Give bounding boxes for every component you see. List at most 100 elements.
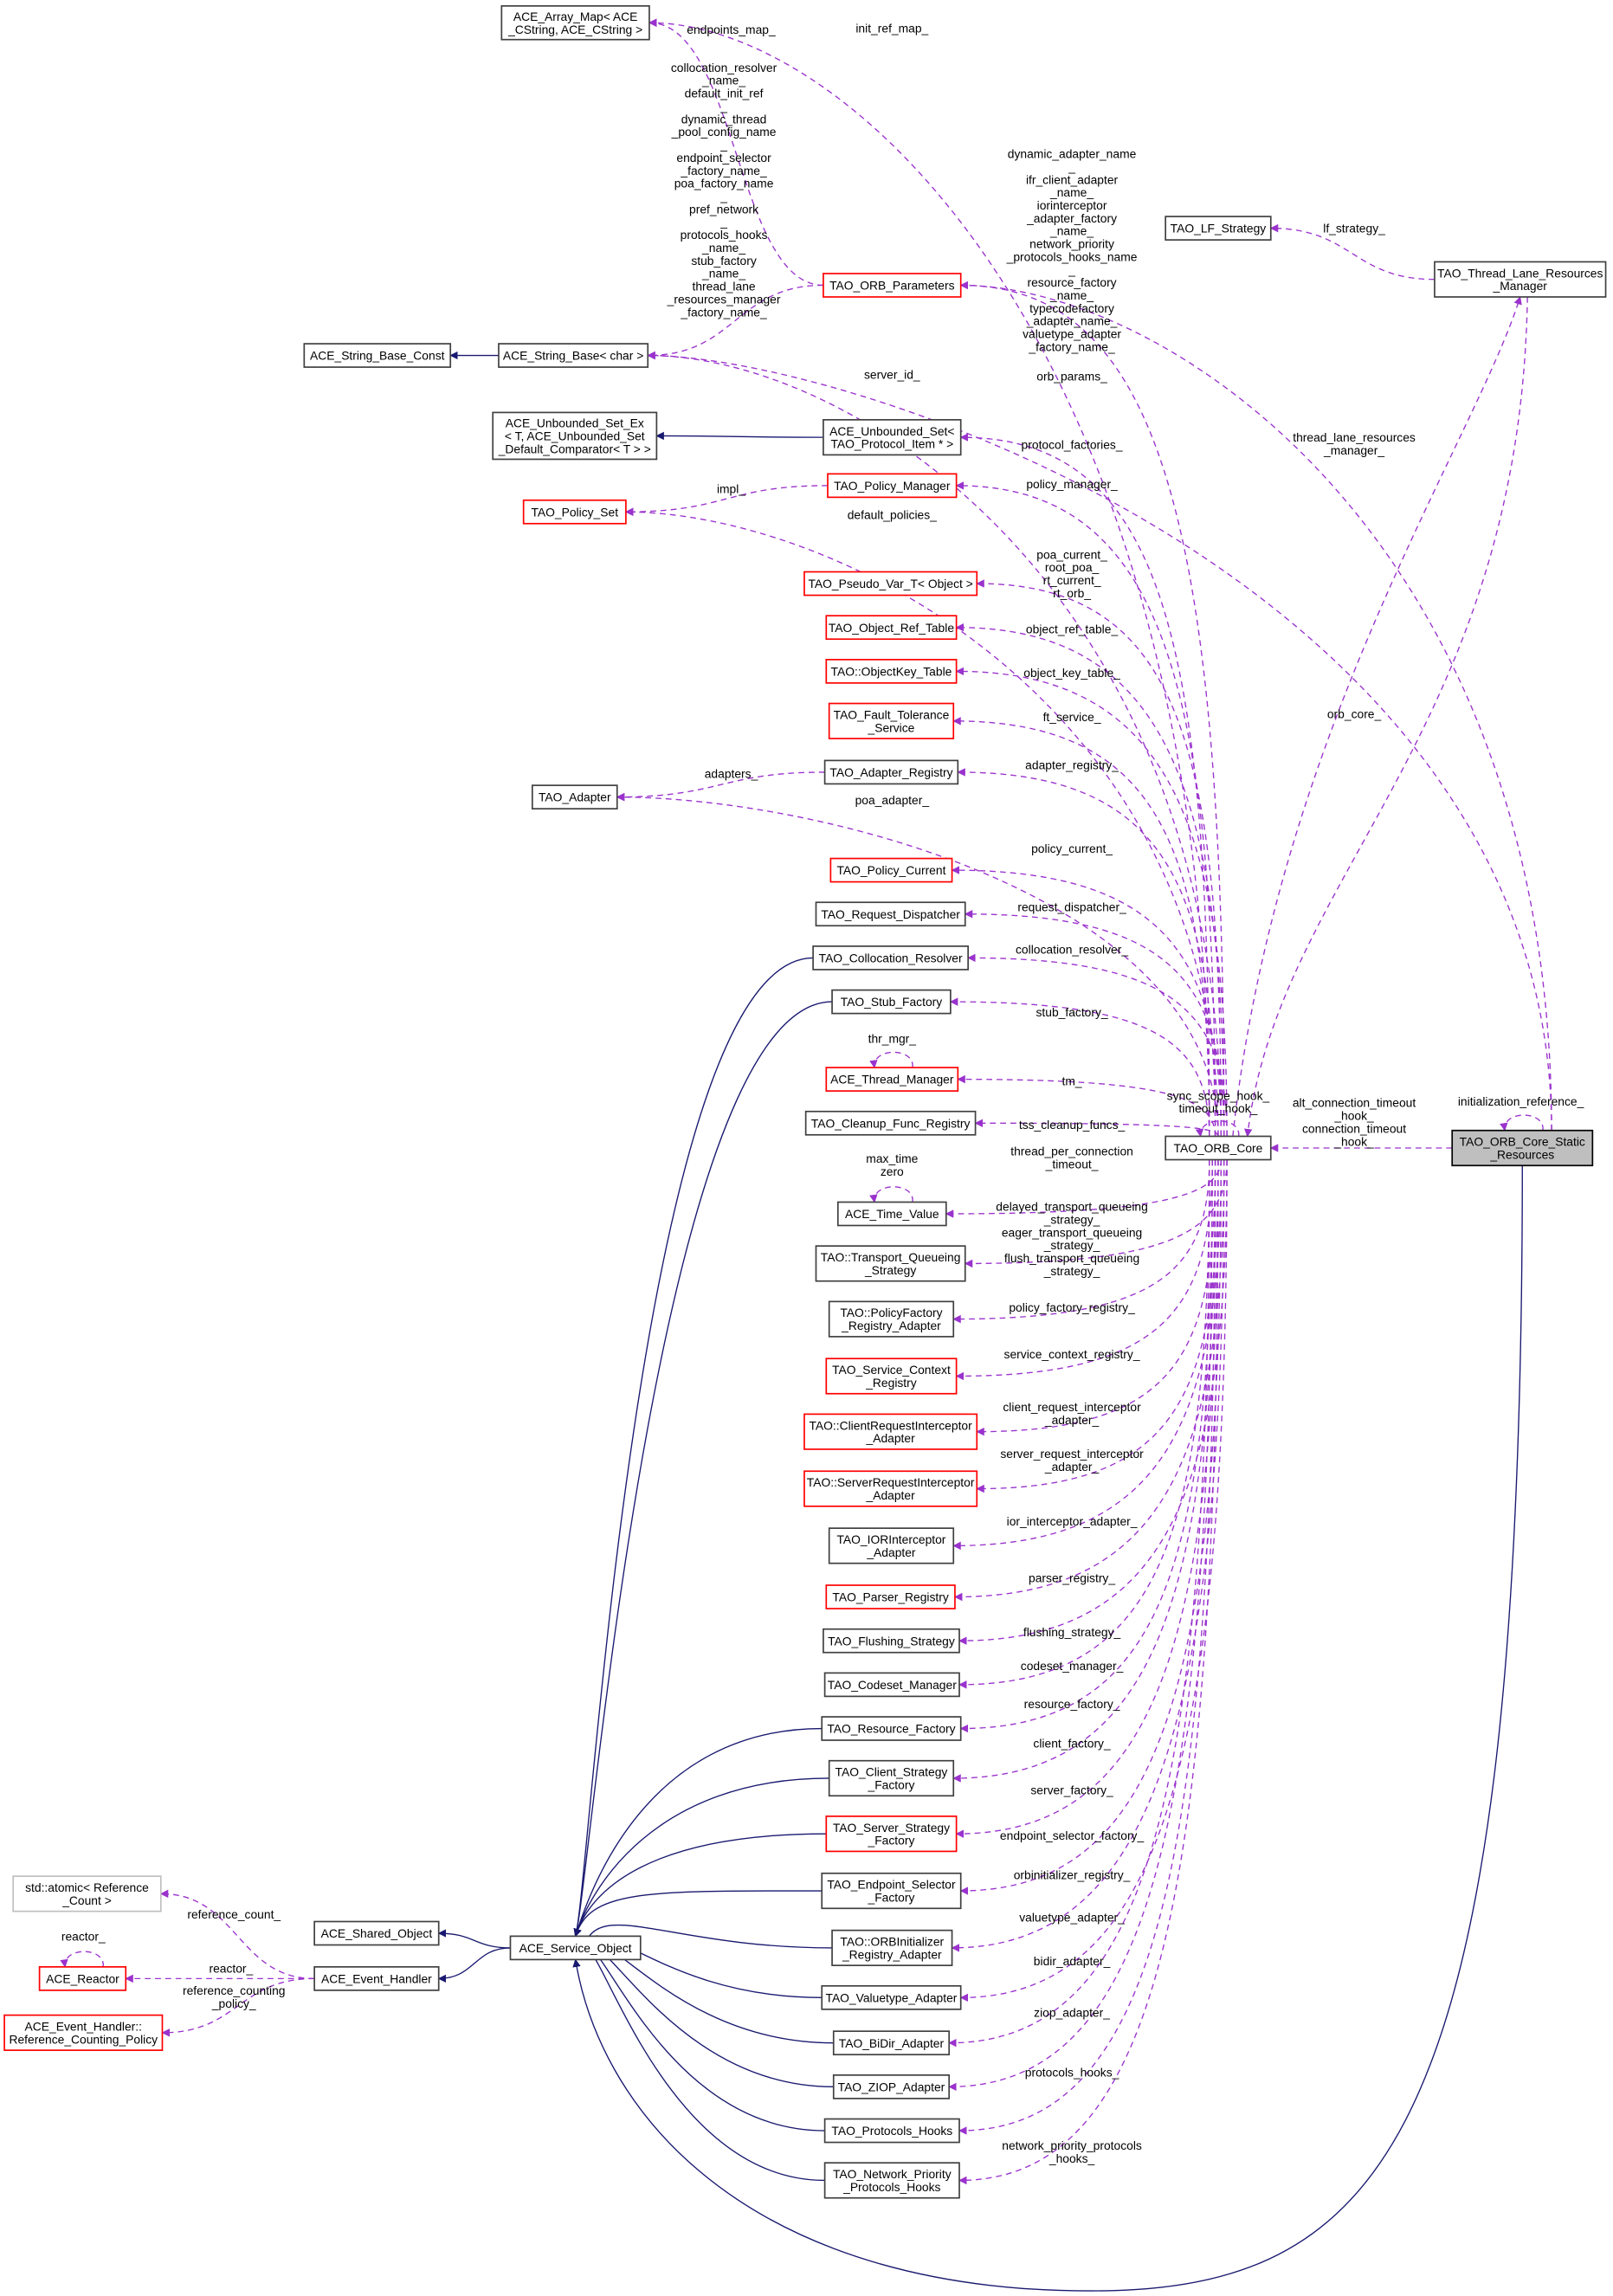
class-node-codeset-manager[interactable]: TAO_Codeset_Manager: [823, 1672, 960, 1698]
node-label: std::atomic< Reference_Count >: [25, 1880, 149, 1907]
class-node-endpoint-selector-factory[interactable]: TAO_Endpoint_Selector_Factory: [821, 1872, 962, 1910]
node-label-line: _Adapter: [866, 1488, 916, 1502]
class-node-event-handler[interactable]: ACE_Event_Handler: [313, 1966, 440, 1991]
class-node-orbinit-registry[interactable]: TAO::ORBInitializer_Registry_Adapter: [831, 1929, 953, 1967]
node-box: [500, 5, 650, 41]
edge-label-line: client_factory_: [1033, 1737, 1111, 1751]
class-node-request-dispatcher[interactable]: TAO_Request_Dispatcher: [815, 901, 966, 927]
node-label: TAO_Flushing_Strategy: [828, 1634, 955, 1648]
node-label: TAO_Adapter_Registry: [829, 765, 952, 779]
class-node-transport-queueing[interactable]: TAO::Transport_Queueing_Strategy: [815, 1245, 966, 1282]
node-label-line: TAO_Parser_Registry: [832, 1590, 948, 1604]
class-node-lf-strategy[interactable]: TAO_LF_Strategy: [1165, 216, 1272, 241]
edge-label: object_ref_table_: [1026, 622, 1119, 635]
class-node-thread-manager[interactable]: ACE_Thread_Manager: [825, 1067, 959, 1092]
class-node-time-value[interactable]: ACE_Time_Value: [836, 1201, 947, 1227]
class-node-objectkey-table[interactable]: TAO::ObjectKey_Table: [825, 659, 958, 684]
class-node-flushing-strategy[interactable]: TAO_Flushing_Strategy: [823, 1628, 960, 1654]
class-node-policy-set[interactable]: TAO_Policy_Set: [522, 499, 627, 525]
node-label-line: _Manager: [1493, 279, 1548, 293]
class-node-sb-const[interactable]: ACE_String_Base_Const: [303, 343, 452, 368]
class-node-collocation-resolver[interactable]: TAO_Collocation_Resolver: [812, 945, 969, 971]
node-label: ACE_Service_Object: [519, 1941, 632, 1955]
edge-label-line: _name_: [1049, 185, 1094, 199]
class-node-service-object[interactable]: ACE_Service_Object: [509, 1935, 642, 1961]
edge-label-line: orb_core_: [1327, 706, 1382, 720]
class-node-tlr-manager[interactable]: TAO_Thread_Lane_Resources_Manager: [1434, 261, 1607, 298]
member-edge: [955, 1159, 1213, 1381]
node-box: [303, 343, 452, 368]
node-label-line: ACE_Event_Handler::: [25, 2019, 142, 2033]
class-node-pseudo-var[interactable]: TAO_Pseudo_Var_T< Object >: [803, 571, 978, 597]
node-label: TAO_ORB_Core: [1174, 1141, 1263, 1155]
class-node-uset-ex[interactable]: ACE_Unbounded_Set_Ex< T, ACE_Unbounded_S…: [492, 411, 658, 461]
class-node-adapter[interactable]: TAO_Adapter: [531, 784, 618, 809]
edge-label-line: resource_factory: [1028, 275, 1117, 289]
edge-label-line: endpoint_selector_factory_: [1000, 1828, 1145, 1842]
class-node-uset[interactable]: ACE_Unbounded_Set<TAO_Protocol_Item * >: [823, 419, 962, 456]
member-edge: [624, 507, 1219, 1137]
node-box: [825, 1584, 956, 1609]
member-edge: [948, 1159, 1213, 2092]
class-node-stub-factory[interactable]: TAO_Stub_Factory: [831, 989, 952, 1015]
class-node-fault-tolerance[interactable]: TAO_Fault_Tolerance_Service: [828, 702, 955, 739]
inheritance-edge: [577, 1944, 834, 2088]
edge-label: network_priority_protocols_hooks_: [1002, 2138, 1142, 2165]
class-node-parser-registry[interactable]: TAO_Parser_Registry: [825, 1584, 956, 1609]
class-node-reactor[interactable]: ACE_Reactor: [38, 1966, 127, 1991]
class-node-valuetype-adapter[interactable]: TAO_Valuetype_Adapter: [821, 1984, 962, 2010]
class-node-np-protocols-hooks[interactable]: TAO_Network_Priority_Protocols_Hooks: [823, 2162, 960, 2199]
member-edge: [951, 866, 1223, 1137]
class-node-ior-interceptor-adapter[interactable]: TAO_IORInterceptor_Adapter: [828, 1527, 955, 1564]
node-label-line: ACE_Time_Value: [845, 1207, 939, 1221]
node-label-line: _Protocols_Hooks: [842, 2180, 940, 2194]
edge-label-line: adapter_registry_: [1025, 758, 1119, 772]
class-node-object-ref-table[interactable]: TAO_Object_Ref_Table: [825, 615, 958, 641]
edge-label: ft_service_: [1043, 710, 1101, 724]
node-label-line: < T, ACE_Unbounded_Set: [505, 429, 645, 443]
class-node-string-base[interactable]: ACE_String_Base< char >: [498, 343, 649, 368]
class-node-static-resources[interactable]: TAO_ORB_Core_Static_Resources: [1451, 1129, 1594, 1167]
node-label-line: TAO_LF_Strategy: [1171, 222, 1267, 235]
edge-label-line: _hook_: [1333, 1134, 1374, 1148]
class-node-cleanup-registry[interactable]: TAO_Cleanup_Func_Registry: [804, 1110, 977, 1136]
class-node-server-ri-adapter[interactable]: TAO::ServerRequestInterceptor_Adapter: [803, 1470, 978, 1507]
class-node-adapter-registry[interactable]: TAO_Adapter_Registry: [823, 759, 959, 785]
node-label: TAO_Service_Context_Registry: [832, 1363, 951, 1390]
class-node-ziop-adapter[interactable]: TAO_ZIOP_Adapter: [832, 2074, 951, 2099]
node-label: TAO::ClientRequestInterceptor_Adapter: [809, 1418, 972, 1445]
edge-label-line: protocols_hooks_: [1025, 2066, 1119, 2080]
node-box: [815, 1245, 966, 1282]
class-node-orb-params[interactable]: TAO_ORB_Parameters: [823, 273, 962, 298]
class-node-service-context-registry[interactable]: TAO_Service_Context_Registry: [825, 1358, 958, 1395]
class-node-shared-object[interactable]: ACE_Shared_Object: [313, 1920, 440, 1946]
node-label: TAO_LF_Strategy: [1171, 222, 1267, 235]
node-label-line: TAO_Pseudo_Var_T< Object >: [808, 577, 972, 590]
class-node-policy-manager[interactable]: TAO_Policy_Manager: [827, 473, 958, 499]
node-label-line: ACE_Reactor: [46, 1971, 119, 1985]
edge-label-line: rt_current_: [1043, 573, 1101, 587]
edge-label-line: ior_interceptor_adapter_: [1007, 1514, 1138, 1528]
class-node-policyfactory-registry[interactable]: TAO::PolicyFactory_Registry_Adapter: [828, 1300, 955, 1338]
edge-label: policy_manager_: [1026, 477, 1118, 491]
class-node-policy-current[interactable]: TAO_Policy_Current: [829, 857, 953, 883]
class-node-resource-factory[interactable]: TAO_Resource_Factory: [821, 1716, 962, 1741]
edge-label-line: impl_: [717, 481, 745, 495]
edge-label-line: _timeout_: [1045, 1157, 1099, 1171]
class-node-client-strategy-factory[interactable]: TAO_Client_Strategy_Factory: [828, 1759, 955, 1797]
inheritance-edge: [573, 1833, 827, 1938]
node-box: [1451, 1129, 1594, 1167]
class-node-array-map[interactable]: ACE_Array_Map< ACE_CString, ACE_CString …: [500, 5, 650, 41]
class-node-atomic-refcount[interactable]: std::atomic< Reference_Count >: [12, 1875, 162, 1912]
class-node-rc-policy[interactable]: ACE_Event_Handler::Reference_Counting_Po…: [3, 2014, 164, 2051]
node-box: [831, 1929, 953, 1967]
class-node-server-strategy-factory[interactable]: TAO_Server_Strategy_Factory: [825, 1816, 958, 1853]
node-label: TAO_Server_Strategy_Factory: [833, 1821, 950, 1848]
edge-label: parser_registry_: [1029, 1571, 1115, 1585]
class-node-bidir-adapter[interactable]: TAO_BiDir_Adapter: [832, 2030, 951, 2056]
node-label-line: TAO::Transport_Queueing: [821, 1250, 961, 1264]
edge-label-line: pref_network: [689, 202, 758, 216]
class-node-orb-core[interactable]: TAO_ORB_Core: [1165, 1135, 1272, 1161]
class-node-protocols-hooks[interactable]: TAO_Protocols_Hooks: [823, 2118, 960, 2144]
class-node-client-ri-adapter[interactable]: TAO::ClientRequestInterceptor_Adapter: [803, 1413, 978, 1450]
